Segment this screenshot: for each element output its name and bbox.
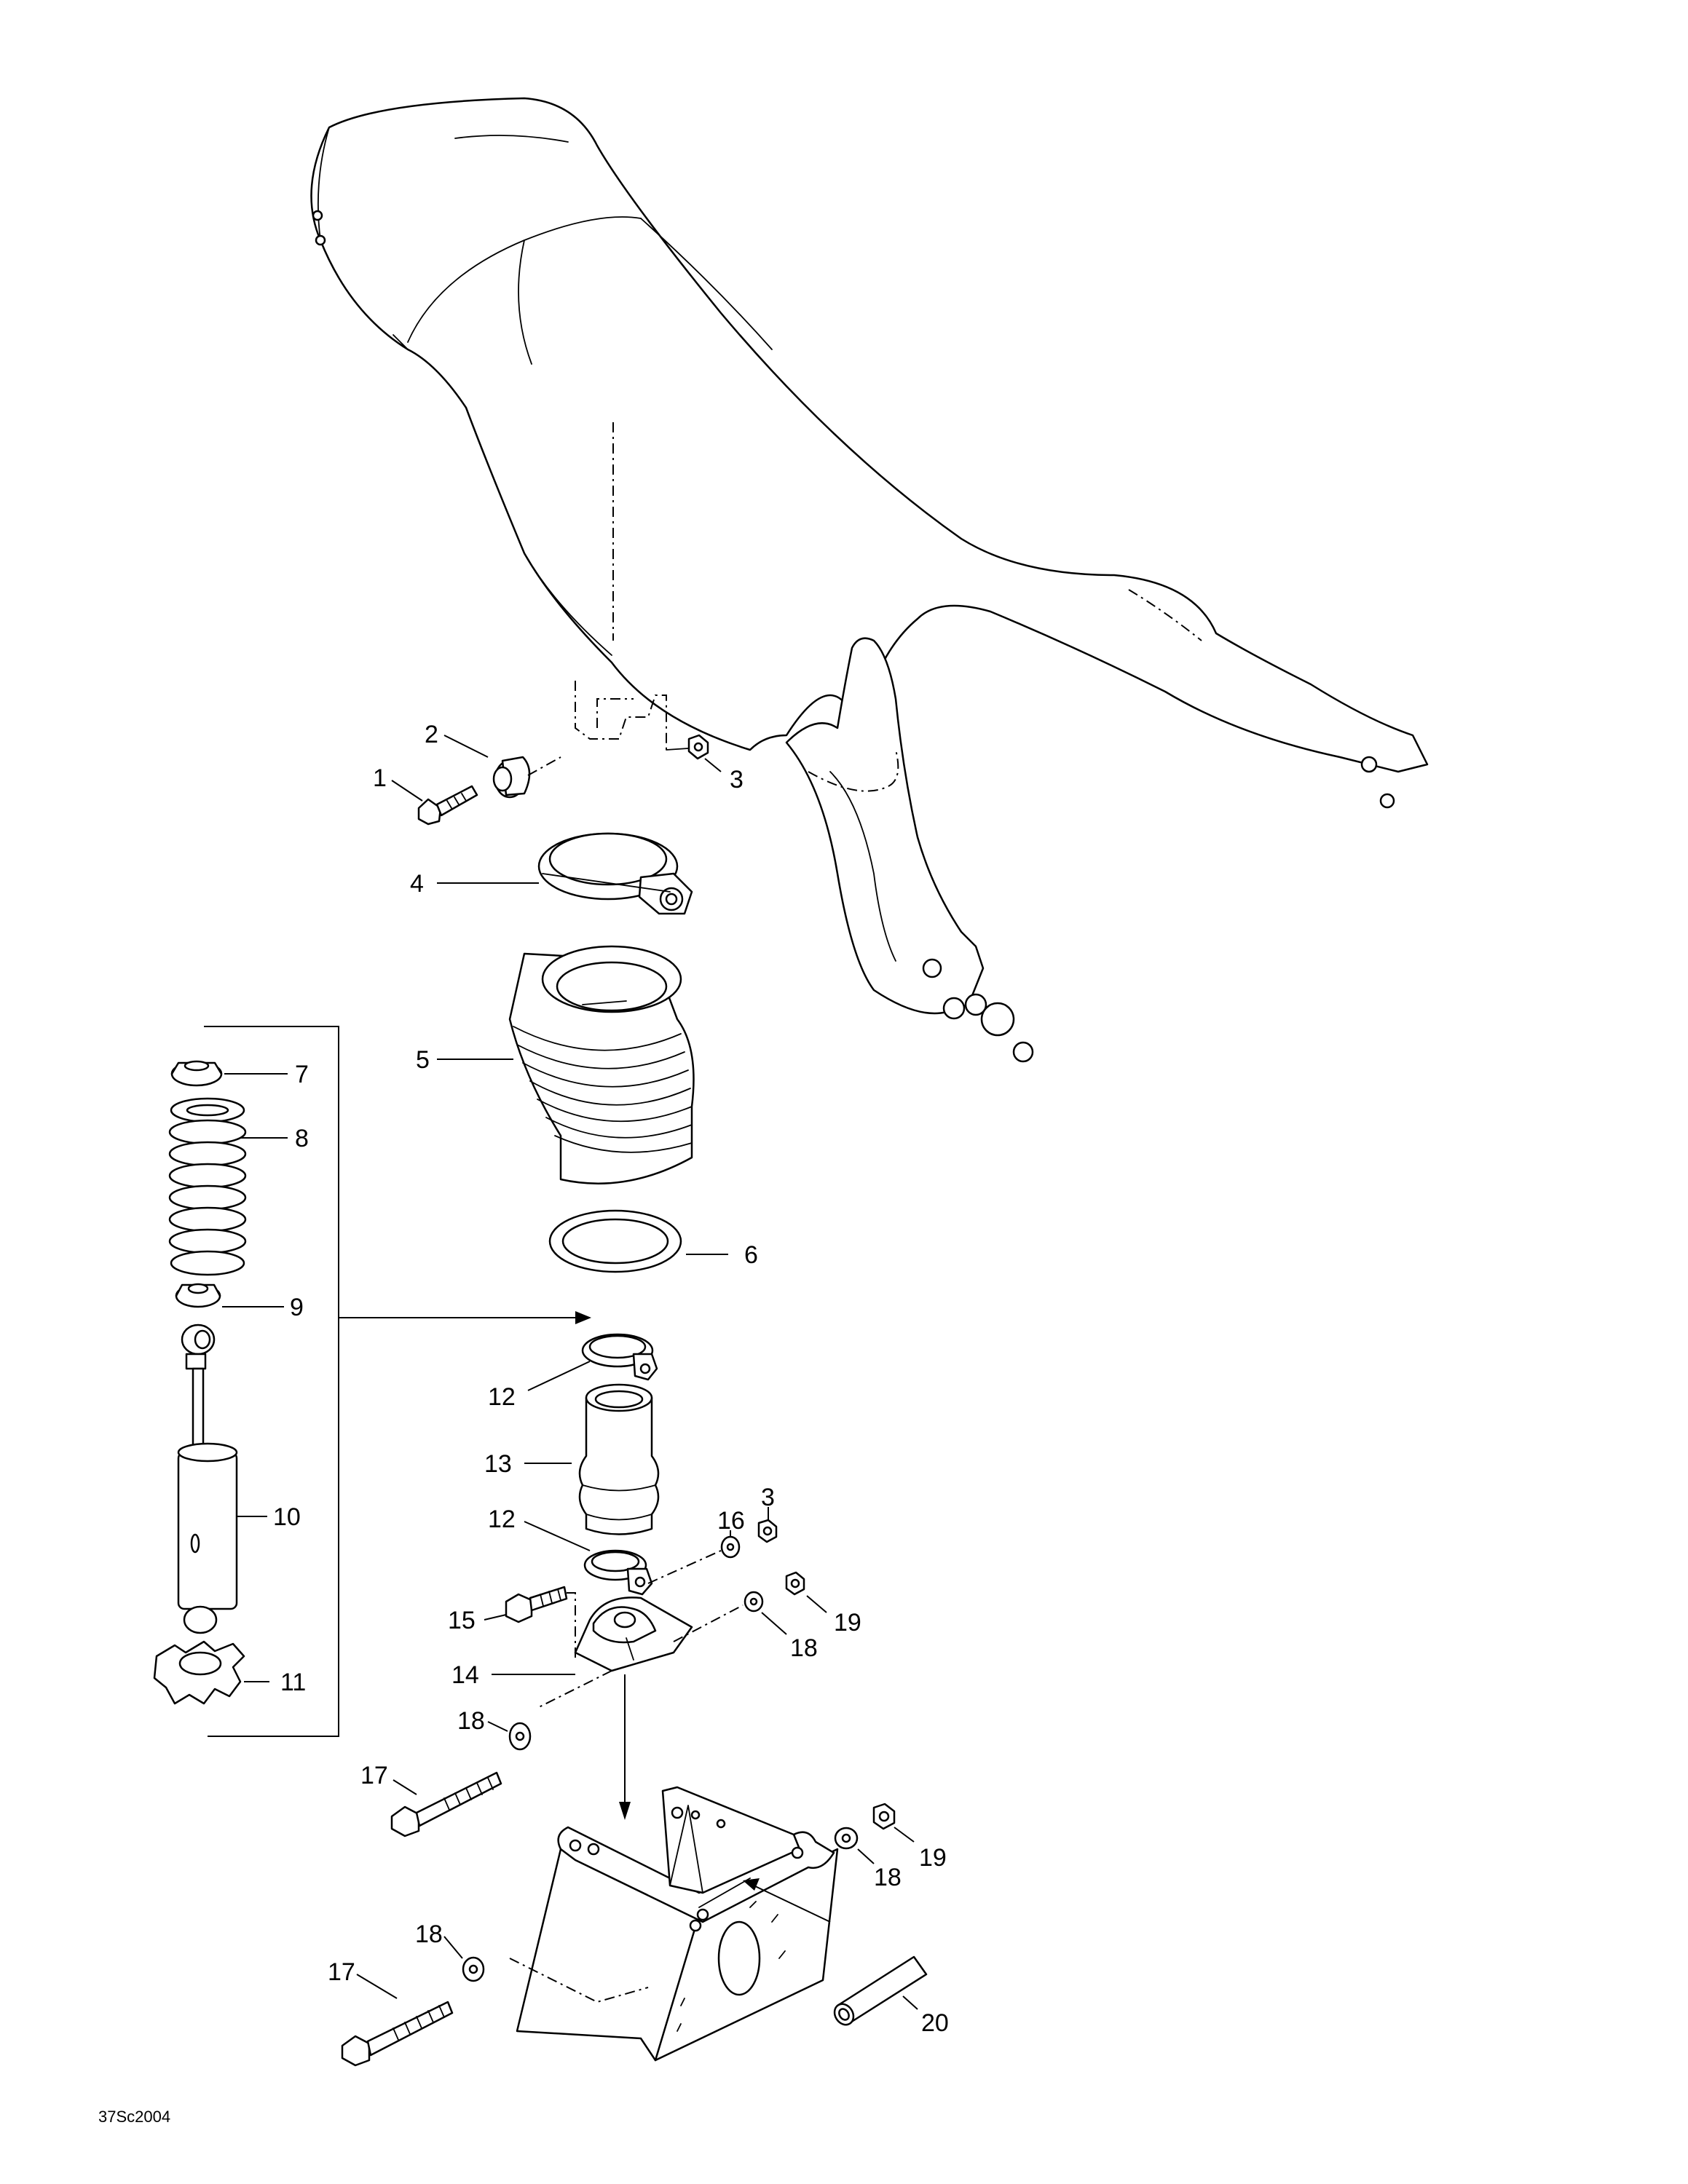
callout-15: 15 <box>448 1607 476 1634</box>
washer-part-18-c <box>834 1827 859 1850</box>
screw-part-1 <box>417 785 478 826</box>
callout-9: 9 <box>290 1294 304 1321</box>
bracket-arrow-head <box>743 1878 760 1891</box>
callout-19-upper: 19 <box>834 1609 861 1637</box>
drawing-code: 37Sc2004 <box>98 2108 170 2126</box>
bracket-arrow-line <box>753 1885 831 1923</box>
callout-18-upper: 18 <box>790 1634 818 1662</box>
nut-part-19-b <box>872 1803 896 1830</box>
callout-12-lower: 12 <box>488 1506 516 1533</box>
callout-18-mid: 18 <box>457 1707 485 1735</box>
spring-cup-part-9 <box>175 1283 221 1308</box>
shock-group-bracket <box>204 1026 339 1737</box>
clamp-part-12-lower <box>583 1549 722 1596</box>
seat-frame-bracket <box>785 589 1202 1063</box>
nut-part-19-a <box>785 1571 805 1596</box>
callout-3: 3 <box>730 766 744 794</box>
shock-group-arrowhead <box>575 1311 591 1324</box>
ring-part-6 <box>548 1209 682 1273</box>
callout-4: 4 <box>410 870 424 898</box>
leader-lines <box>222 735 918 2010</box>
star-bushing-part-11 <box>153 1640 245 1705</box>
shock-absorber-part-10 <box>177 1324 238 1634</box>
washer-part-18-a <box>744 1591 764 1613</box>
callout-1: 1 <box>373 764 387 792</box>
base-bracket <box>516 1786 839 2062</box>
hose-clamp-part-4 <box>537 832 693 915</box>
callout-11: 11 <box>280 1669 306 1696</box>
callout-18-right: 18 <box>874 1864 902 1891</box>
callout-8: 8 <box>295 1125 309 1152</box>
shock-mount-housing-part-14 <box>574 1597 744 1672</box>
clamp-part-12-upper <box>581 1333 658 1381</box>
dash-housing-washer <box>538 1670 612 1708</box>
bellows-boot-part-5 <box>508 945 695 1184</box>
callout-12-upper: 12 <box>488 1383 516 1411</box>
long-bolt-part-17-b <box>341 2001 454 2067</box>
callout-labels: 1 2 3 4 5 6 7 8 9 10 11 12 13 12 16 3 15… <box>273 721 949 2037</box>
callout-18-lower: 18 <box>415 1920 443 1948</box>
adapter-boot-part-13 <box>578 1383 660 1535</box>
down-arrow-head <box>619 1802 631 1820</box>
callout-19-lower: 19 <box>919 1844 947 1872</box>
long-bolt-part-17-a <box>390 1771 502 1837</box>
callout-16: 16 <box>717 1507 745 1535</box>
spring-cup-part-7 <box>170 1060 223 1087</box>
callout-10: 10 <box>273 1503 301 1531</box>
callout-3-lower: 3 <box>761 1484 775 1511</box>
nut-part-3-top <box>666 734 709 760</box>
callout-20: 20 <box>921 2009 949 2037</box>
callout-5: 5 <box>416 1046 430 1074</box>
spring-part-8 <box>168 1097 247 1276</box>
callout-14: 14 <box>451 1661 479 1689</box>
spacer-tube-part-20 <box>833 1955 928 2026</box>
washer-part-16 <box>720 1535 741 1559</box>
screw-part-15 <box>505 1586 576 1660</box>
seat <box>310 97 1429 809</box>
callout-7: 7 <box>295 1061 309 1088</box>
seat-mount-dashed <box>575 681 667 750</box>
callout-17-lower: 17 <box>328 1958 355 1986</box>
washer-part-18-b <box>508 1722 532 1751</box>
washer-part-18-d <box>462 1956 649 2003</box>
callout-17-upper: 17 <box>360 1762 388 1789</box>
nut-part-3-lower <box>757 1519 778 1543</box>
callout-6: 6 <box>744 1241 758 1269</box>
callout-2: 2 <box>425 721 438 748</box>
grommet-part-2 <box>492 756 561 799</box>
callout-13: 13 <box>484 1450 512 1478</box>
